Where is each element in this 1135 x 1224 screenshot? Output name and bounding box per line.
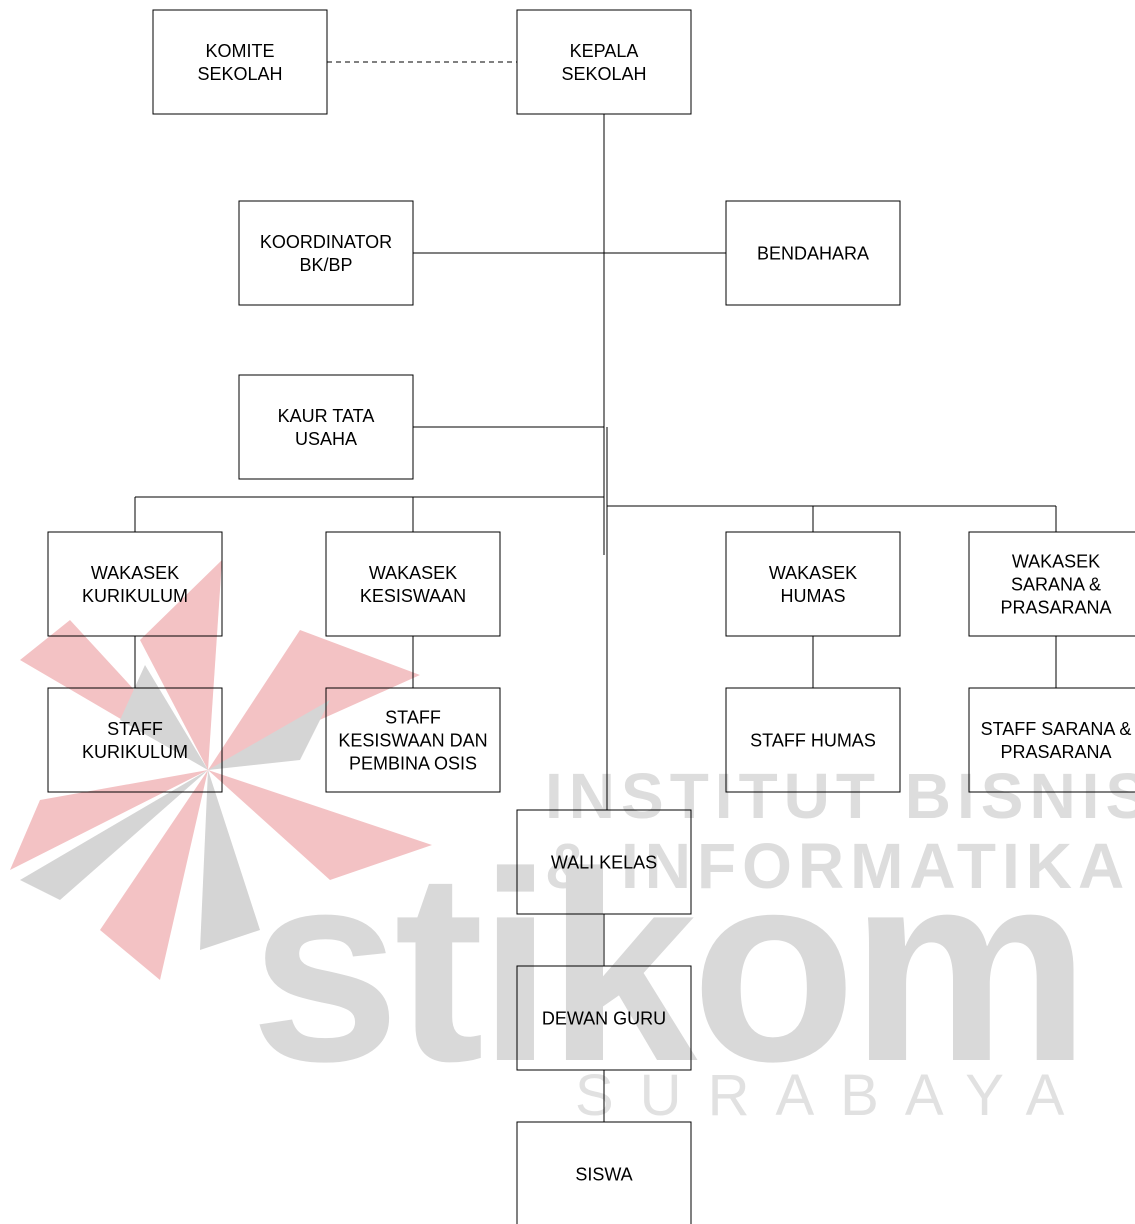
node-label-line: KURIKULUM bbox=[82, 586, 188, 606]
node-label-line: PRASARANA bbox=[1000, 597, 1111, 617]
svg-text:SISWA: SISWA bbox=[575, 1164, 632, 1184]
node-label-line: STAFF HUMAS bbox=[750, 730, 876, 750]
node-koordinator-bk-bp: KOORDINATOR BK/BP bbox=[238, 200, 414, 306]
node-label-line: WALI KELAS bbox=[551, 852, 657, 872]
node-label-line: BENDAHARA bbox=[757, 243, 869, 263]
svg-text:STAFF SARANA &PRASARANA: STAFF SARANA & PRASARANA bbox=[981, 719, 1132, 762]
node-label-line: KOMITE bbox=[205, 41, 274, 61]
node-komite-sekolah: KOMITE SEKOLAH bbox=[152, 9, 328, 115]
node-bendahara: BENDAHARA bbox=[725, 200, 901, 306]
node-label-line: STAFF SARANA & bbox=[981, 719, 1132, 739]
node-siswa: SISWA bbox=[516, 1121, 692, 1224]
node-label-line: SISWA bbox=[575, 1164, 632, 1184]
node-staff-kurikulum: STAFF KURIKULUM bbox=[47, 687, 223, 793]
node-wakasek-kurikulum: WAKASEK KURIKULUM bbox=[47, 531, 223, 637]
node-label-line: WAKASEK bbox=[769, 563, 857, 583]
node-staff-humas: STAFF HUMAS bbox=[725, 687, 901, 793]
svg-text:BENDAHARA: BENDAHARA bbox=[757, 243, 869, 263]
node-label-line: HUMAS bbox=[780, 586, 845, 606]
node-label-line: DEWAN GURU bbox=[542, 1008, 666, 1028]
watermark-line-1: INSTITUT BISNIS bbox=[545, 760, 1135, 832]
node-label-line: BK/BP bbox=[299, 255, 352, 275]
node-label-line: KAUR TATA bbox=[278, 406, 375, 426]
node-label-line: SEKOLAH bbox=[197, 64, 282, 84]
node-label-line: SARANA & bbox=[1011, 574, 1101, 594]
watermark-logo-text: stikom bbox=[250, 817, 1084, 1118]
node-wakasek-kesiswaan: WAKASEK KESISWAAN bbox=[325, 531, 501, 637]
node-kepala-sekolah: KEPALA SEKOLAH bbox=[516, 9, 692, 115]
svg-text:STAFF HUMAS: STAFF HUMAS bbox=[750, 730, 876, 750]
node-label-line: KOORDINATOR bbox=[260, 232, 392, 252]
watermark-line-2: & INFORMATIKA bbox=[545, 830, 1130, 902]
node-label-line: KESISWAAN DAN bbox=[338, 730, 487, 750]
node-wali-kelas: WALI KELAS bbox=[516, 809, 692, 915]
node-staff-kesiswaan: STAFF KESISWAAN DAN PEMBINA OSIS bbox=[325, 687, 501, 793]
node-label-line: USAHA bbox=[295, 429, 357, 449]
node-kaur-tata-usaha: KAUR TATA USAHA bbox=[238, 374, 414, 480]
nodes: KOMITE SEKOLAH KEPALA SEKOLAH KOORDINATOR B… bbox=[47, 9, 1135, 1224]
node-dewan-guru: DEWAN GURU bbox=[516, 965, 692, 1071]
node-label-line: WAKASEK bbox=[91, 563, 179, 583]
node-label-line: PRASARANA bbox=[1000, 742, 1111, 762]
node-label-line: STAFF bbox=[107, 719, 163, 739]
node-label-line: STAFF bbox=[385, 707, 441, 727]
svg-text:WALI KELAS: WALI KELAS bbox=[551, 852, 657, 872]
node-label-line: PEMBINA OSIS bbox=[349, 753, 477, 773]
node-label-line: KESISWAAN bbox=[360, 586, 466, 606]
node-wakasek-sarana-prasarana: WAKASEK SARANA & PRASARANA bbox=[968, 531, 1135, 637]
node-label-line: KURIKULUM bbox=[82, 742, 188, 762]
node-label-line: WAKASEK bbox=[369, 563, 457, 583]
watermark-line-3: SURABAYA bbox=[575, 1063, 1090, 1128]
connectors bbox=[134, 61, 1057, 1122]
node-label-line: WAKASEK bbox=[1012, 551, 1100, 571]
node-wakasek-humas: WAKASEK HUMAS bbox=[725, 531, 901, 637]
watermark: INSTITUT BISNIS & INFORMATIKA stikom SUR… bbox=[10, 560, 1135, 1128]
node-label-line: KEPALA bbox=[570, 41, 639, 61]
watermark-star-logo-icon bbox=[10, 560, 432, 980]
node-label-line: SEKOLAH bbox=[561, 64, 646, 84]
svg-text:DEWAN GURU: DEWAN GURU bbox=[542, 1008, 666, 1028]
node-staff-sarana-prasarana: STAFF SARANA & PRASARANA bbox=[968, 687, 1135, 793]
